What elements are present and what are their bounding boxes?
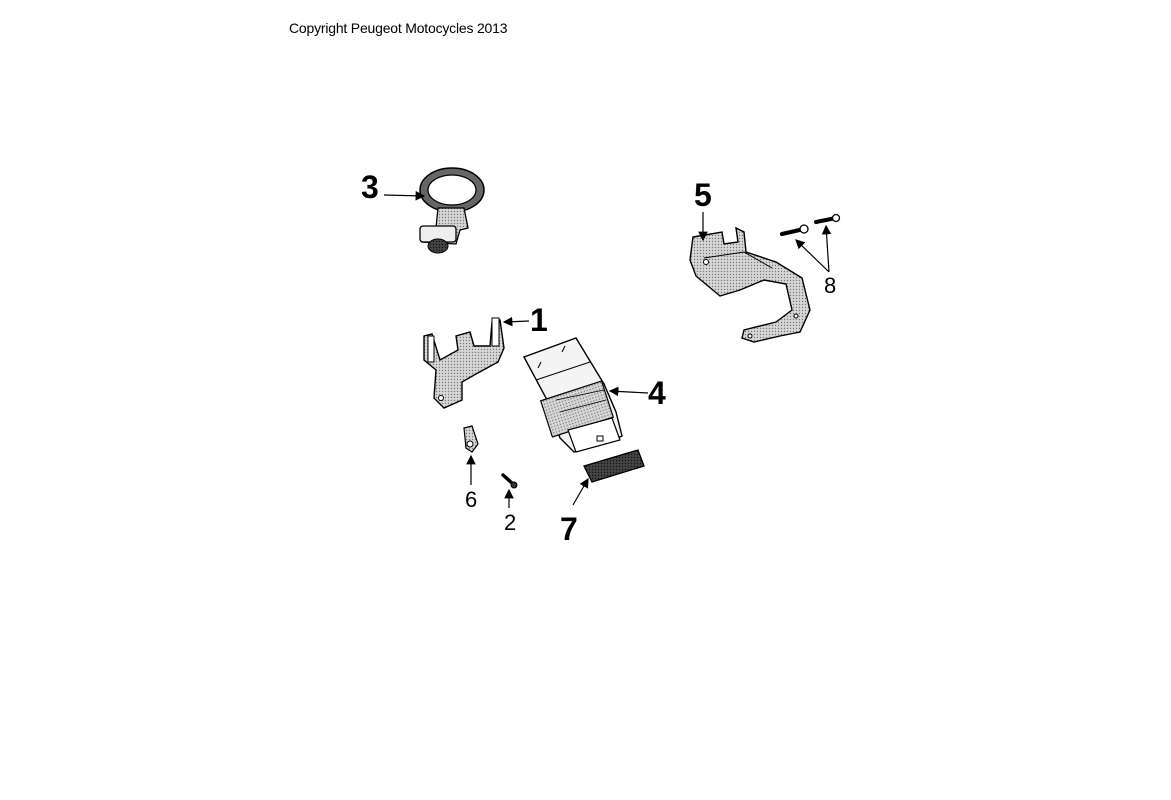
leader-lines (383, 190, 832, 508)
part-1-mount-plate (423, 317, 505, 409)
callout-8: 8 (824, 273, 836, 298)
part-3-ring-holder (419, 167, 485, 254)
copyright-text: Copyright Peugeot Motocycles 2013 (289, 20, 508, 36)
callout-5: 5 (694, 177, 712, 213)
part-7-reflector (583, 449, 645, 483)
part-2-screw (501, 473, 518, 489)
callout-2: 2 (504, 510, 516, 535)
part-8-screws (780, 213, 841, 236)
part-4-plate-holder (523, 337, 623, 453)
callout-6: 6 (465, 487, 477, 512)
callout-7: 7 (560, 511, 578, 547)
callout-3: 3 (361, 169, 379, 205)
callout-1: 1 (530, 302, 548, 338)
callout-4: 4 (648, 375, 666, 411)
part-6-clip (463, 425, 479, 453)
part-5-bracket (689, 226, 811, 343)
